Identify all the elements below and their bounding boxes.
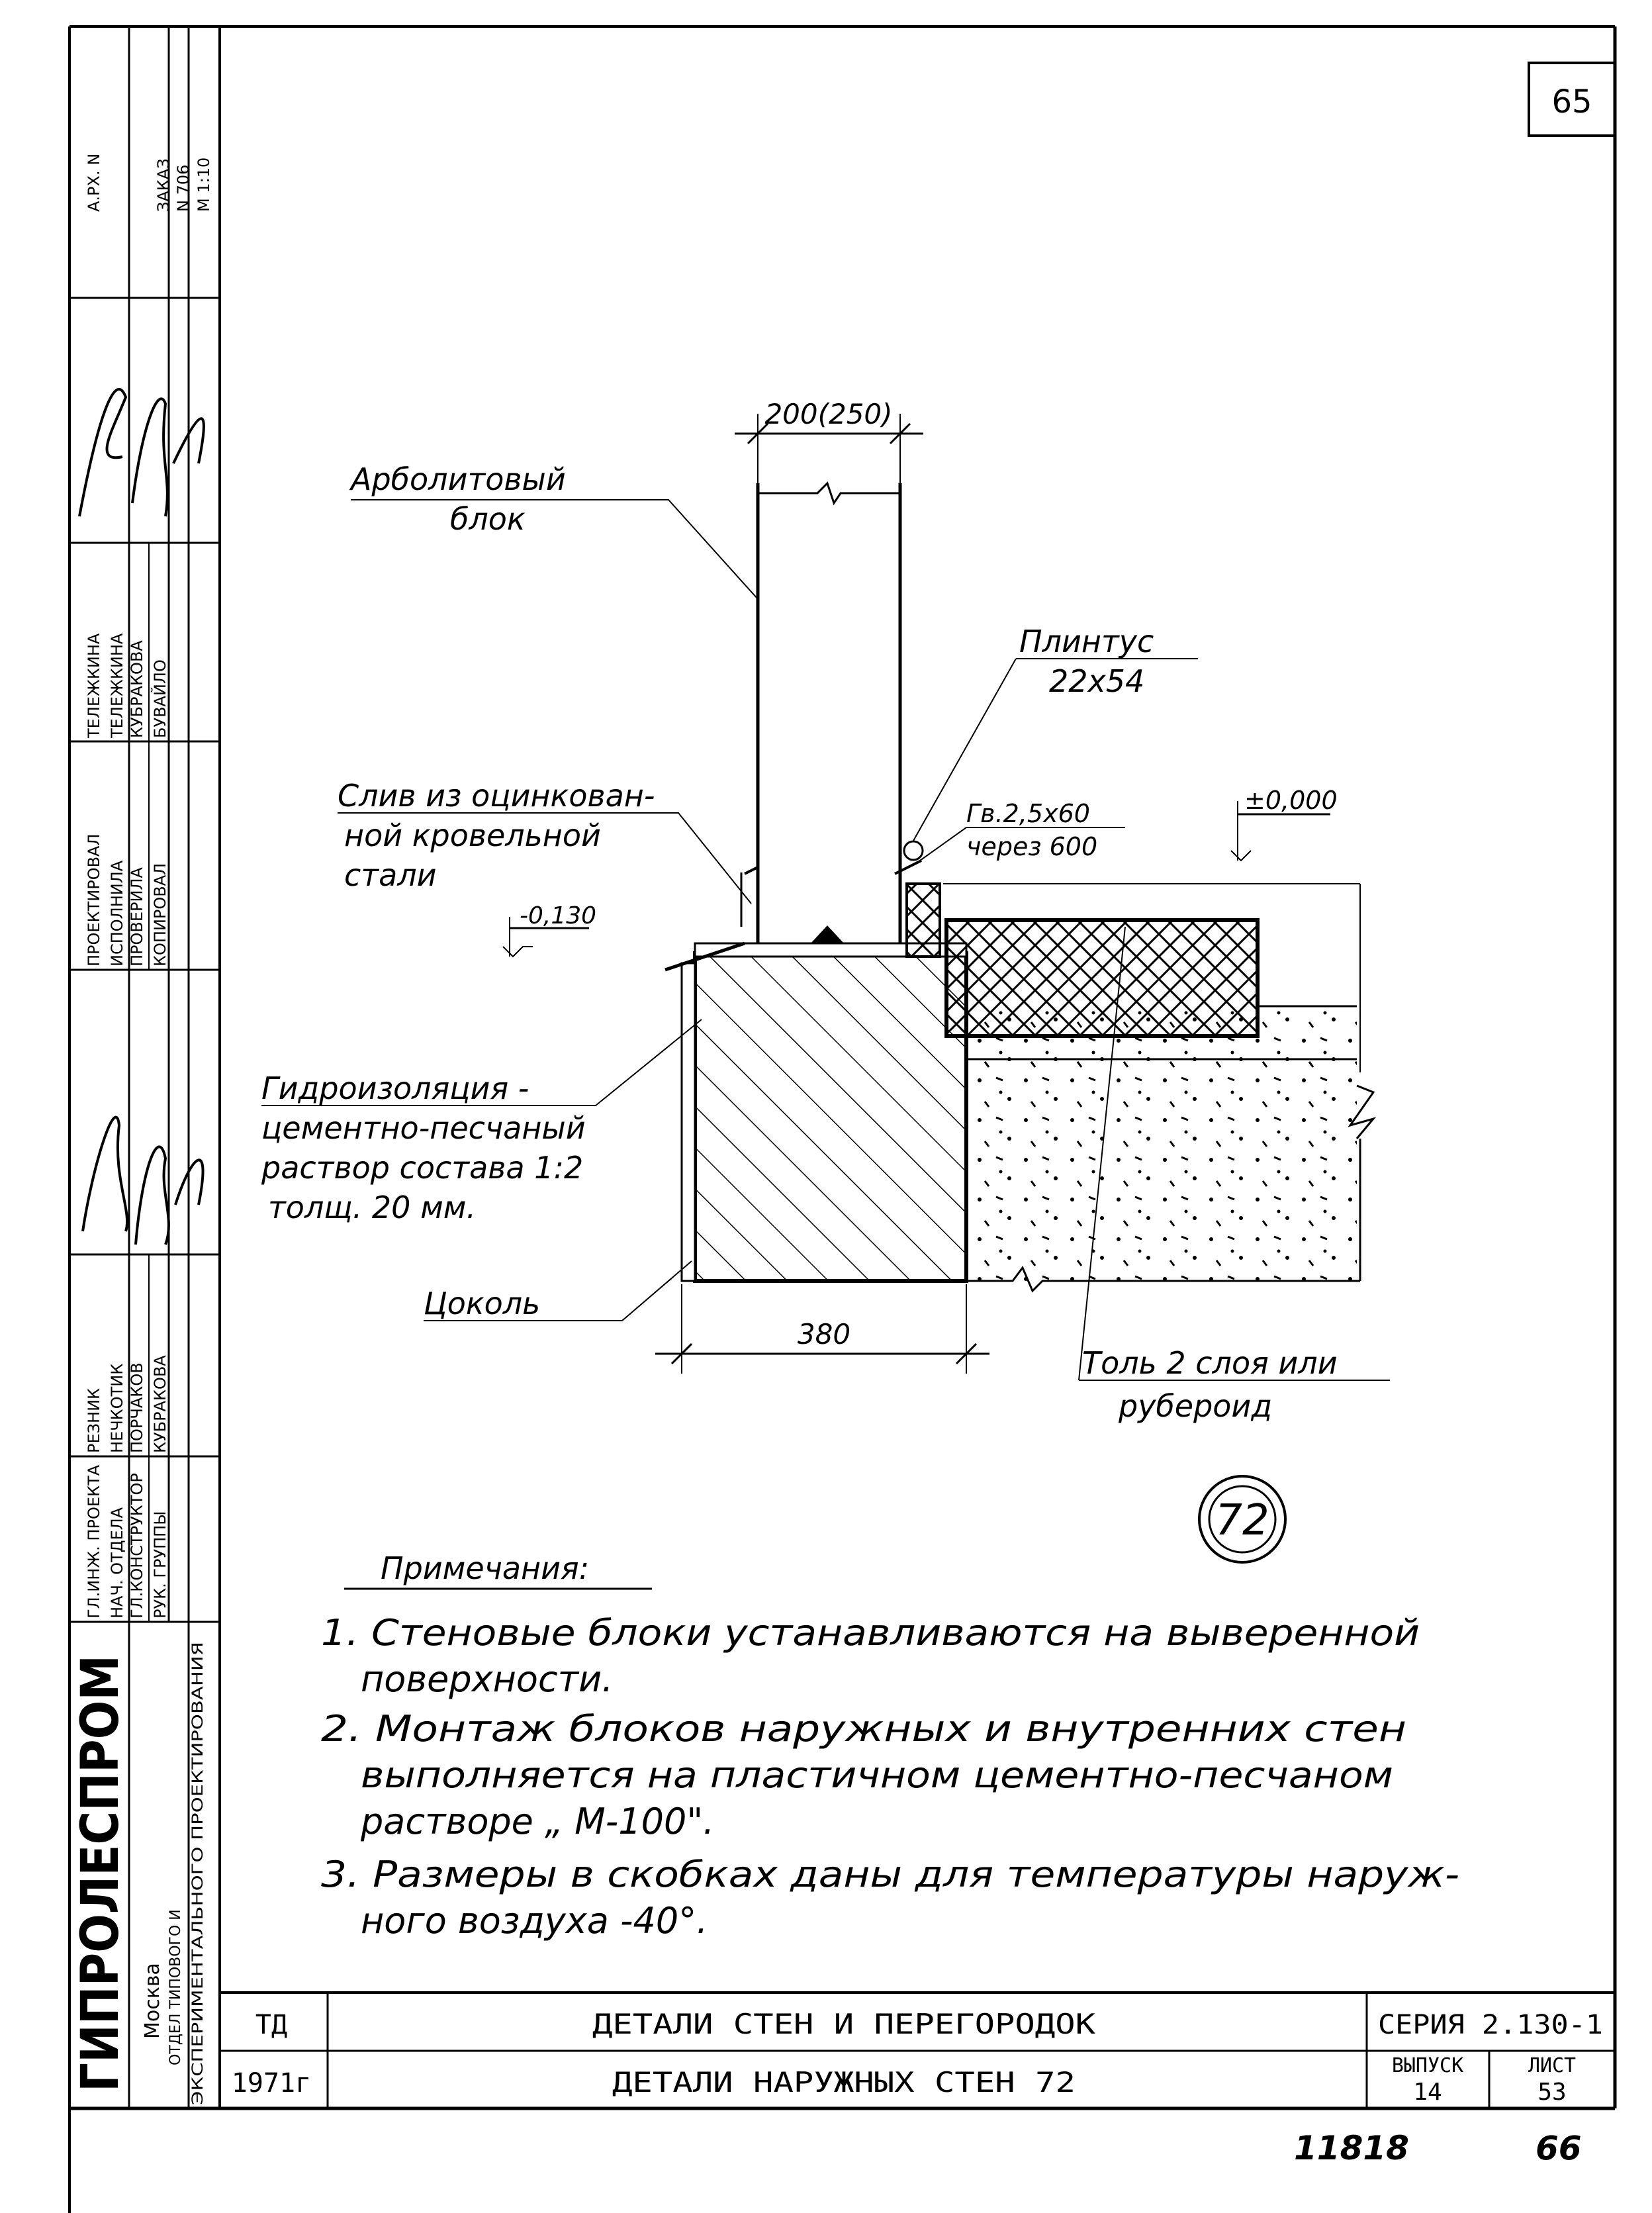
label-block-1: Арболитовый: [349, 461, 566, 497]
td-label: ТД: [255, 2010, 287, 2040]
issue-label: ВЫПУСК: [1392, 2054, 1463, 2077]
action-4: КОПИРОВАЛ: [151, 863, 169, 966]
page-number: 66: [1536, 2129, 1582, 2167]
role-4: РУК. ГРУППЫ: [151, 1511, 169, 1619]
wood-plinth: [894, 840, 941, 958]
label-tol-2: рубероид: [1118, 1388, 1272, 1424]
role-3: ГЛ.КОНСТРУКТОР: [128, 1473, 146, 1619]
order-number: N 706: [174, 165, 193, 212]
action-2: ИСПОЛНИЛА: [108, 860, 126, 966]
note-1a: 1. Стеновые блоки устанавливаются на выв…: [321, 1612, 1420, 1654]
label-drain-3: стали: [344, 857, 437, 893]
role-name-2: НЕЧКОТИК: [108, 1364, 126, 1453]
sheet-number-top: 65: [1551, 83, 1592, 120]
org-name: ГИПРОЛЕСПРОМ: [71, 1655, 130, 2092]
detail-drawing: 200(250): [261, 398, 1390, 1564]
level-zero-label: ±0,000: [1244, 786, 1338, 815]
action-3: ПРОВЕРИЛА: [128, 867, 146, 966]
label-drain-2: ной кровельной: [344, 818, 601, 853]
label-waterproof-1: Гидроизоляция -: [261, 1070, 529, 1106]
sheet-number: 53: [1537, 2079, 1566, 2106]
title-main: ДЕТАЛИ СТЕН И ПЕРЕГОРОДОК: [592, 2008, 1096, 2040]
label-block-2: блок: [450, 501, 526, 537]
label-drain-1: Слив из оцинкован-: [338, 778, 655, 814]
dim-bottom: 380: [655, 1284, 989, 1374]
role-2: НАЧ. ОТДЕЛА: [108, 1507, 126, 1619]
bottom-title-block: ТД 1971г ДЕТАЛИ СТЕН И ПЕРЕГОРОДОК ДЕТАЛ…: [220, 1991, 1615, 2167]
note-2c: растворе „ М-100".: [360, 1801, 714, 1842]
action-name-2: ТЕЛЕЖКИНА: [108, 633, 126, 739]
role-1: ГЛ.ИНЖ. ПРОЕКТА: [85, 1464, 103, 1619]
label-plinth-1: Плинтус: [1019, 624, 1154, 659]
soil-fill: [966, 1005, 1377, 1293]
label-tol-1: Толь 2 слоя или: [1082, 1345, 1338, 1381]
leaders: [261, 499, 1390, 1381]
action-name-1: ТЕЛЕЖКИНА: [85, 633, 103, 739]
order-label: ЗАКАЗ: [154, 158, 173, 212]
scale: М 1:10: [195, 158, 213, 212]
label-plinth-wall: Цоколь: [424, 1286, 540, 1321]
label-waterproof-3: раствор состава 1:2: [261, 1150, 583, 1186]
title-sub: ДЕТАЛИ НАРУЖНЫХ СТЕН 72: [612, 2066, 1076, 2098]
series: СЕРИЯ 2.130-1: [1378, 2010, 1603, 2040]
note-3a: 3. Размеры в скобках даны для температур…: [321, 1854, 1459, 1895]
role-name-3: ПОРЧАКОВ: [128, 1362, 146, 1453]
action-1: ПРОЕКТИРОВАЛ: [85, 833, 103, 966]
sheet-label: ЛИСТ: [1528, 2054, 1576, 2077]
year: 1971г: [232, 2068, 311, 2098]
dim-width: 200(250): [764, 398, 892, 430]
dim-top: 200(250): [735, 398, 923, 483]
action-name-3: КУБРАКОВА: [128, 640, 146, 738]
inventory-number: 11818: [1294, 2129, 1409, 2167]
label-waterproof-2: цементно-песчаный: [261, 1110, 586, 1146]
note-2a: 2. Монтаж блоков наружных и внутренних с…: [321, 1708, 1406, 1750]
detail-marker: 72: [1198, 1475, 1287, 1564]
issue-number: 14: [1413, 2079, 1442, 2106]
note-1b: поверхности.: [361, 1658, 613, 1700]
note-3b: ного воздуха -40°.: [361, 1900, 708, 1942]
notes: Примечания: 1. Стеновые блоки устанавлив…: [321, 1550, 1459, 1942]
level-zero: ±0,000: [1230, 786, 1338, 862]
label-plinth-2: 22x54: [1049, 663, 1144, 699]
role-name-1: РЕЗНИК: [85, 1388, 103, 1453]
level-minus: -0,130: [502, 902, 596, 958]
note-2b: выполняется на пластичном цементно-песча…: [361, 1754, 1393, 1796]
level-minus-label: -0,130: [520, 902, 596, 929]
arbolite-block: [756, 481, 902, 943]
detail-number: 72: [1215, 1496, 1269, 1545]
action-name-4: БУВАЙЛО: [150, 659, 169, 738]
notes-heading: Примечания:: [381, 1550, 589, 1586]
archive-number: А.РХ. N: [85, 154, 103, 212]
label-waterproof-4: толщ. 20 мм.: [268, 1190, 476, 1225]
dept-line-2: ЭКСПЕРИМЕНТАЛЬНОГО ПРОЕКТИРОВАНИЯ: [190, 1642, 206, 2105]
dim-base: 380: [798, 1318, 850, 1350]
signatures: [78, 388, 205, 1245]
role-name-4: КУБРАКОВА: [151, 1355, 169, 1453]
label-nail-2: через 600: [966, 832, 1097, 861]
dept-line-1: ОТДЕЛ ТИПОВОГО И: [167, 1909, 184, 2065]
org-city: Москва: [141, 1963, 164, 2039]
label-nail-1: Гв.2,5x60: [966, 799, 1090, 828]
title-strip: ГИПРОЛЕСПРОМ Москва ОТДЕЛ ТИПОВОГО И ЭКС…: [69, 26, 220, 2108]
